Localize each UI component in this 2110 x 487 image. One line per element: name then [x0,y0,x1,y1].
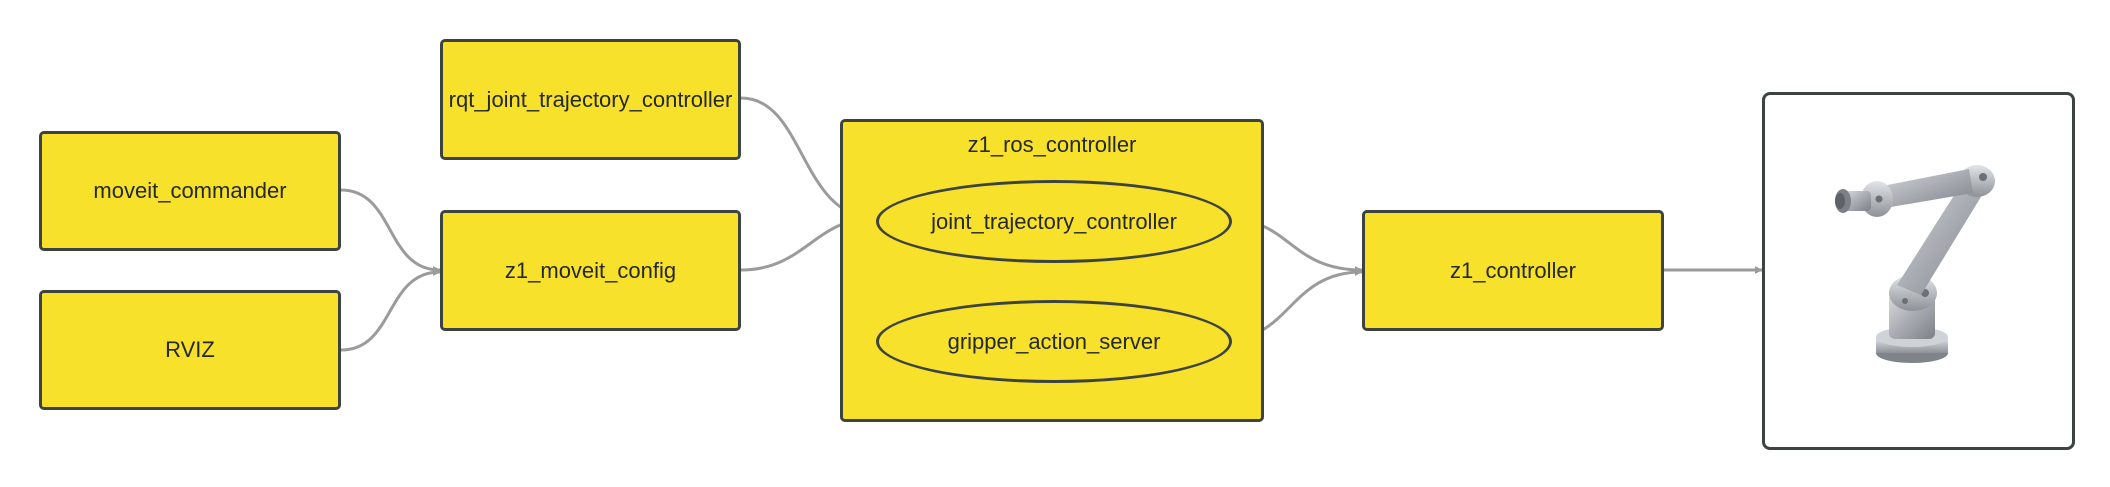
node-gripper-action-server[interactable]: gripper_action_server [876,300,1232,383]
edge-rviz-to-z1-moveit-config [340,268,441,352]
node-label: gripper_action_server [947,328,1161,354]
group-label: z1_ros_controller [967,132,1137,157]
node-label: RVIZ [165,337,215,362]
edge-moveit-commander-to-z1-moveit-config [340,188,441,274]
robot-arm-frame[interactable] [1762,92,2075,450]
node-z1-moveit-config[interactable]: z1_moveit_config [440,210,741,331]
node-moveit-commander[interactable]: moveit_commander [39,131,341,251]
node-label: joint_trajectory_controller [931,208,1177,234]
node-rviz[interactable]: RVIZ [39,290,341,410]
node-rqt-joint-trajectory-controller[interactable]: rqt_joint_trajectory_controller [440,39,741,160]
node-label: z1_moveit_config [504,257,677,283]
node-label: z1_controller [1450,257,1576,283]
node-label: moveit_commander [93,178,287,203]
robot-arm-image [1835,165,1995,363]
group-z1-ros-controller[interactable]: z1_ros_controller joint_trajectory_contr… [840,119,1264,422]
node-label: rqt_joint_trajectory_controller [448,86,733,112]
node-joint-trajectory-controller[interactable]: joint_trajectory_controller [876,180,1232,263]
node-z1-controller[interactable]: z1_controller [1362,210,1664,331]
